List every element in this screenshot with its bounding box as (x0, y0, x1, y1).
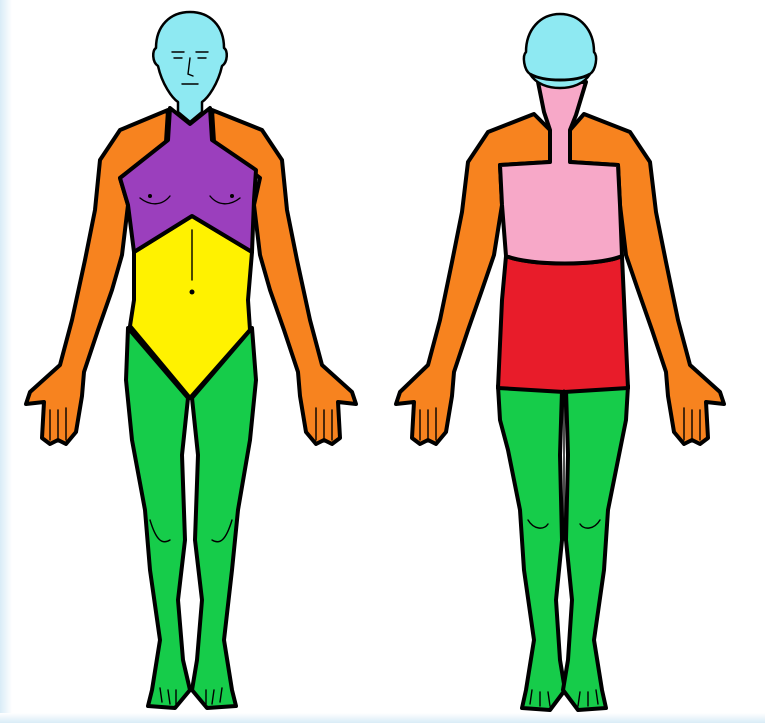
front-figure (26, 12, 356, 708)
back-left-leg (498, 386, 565, 710)
back-lower (498, 256, 628, 392)
back-upper (500, 82, 622, 264)
back-right-leg (563, 386, 628, 710)
front-hand-details (50, 408, 332, 442)
back-figure (396, 14, 724, 710)
front-head (153, 12, 227, 122)
